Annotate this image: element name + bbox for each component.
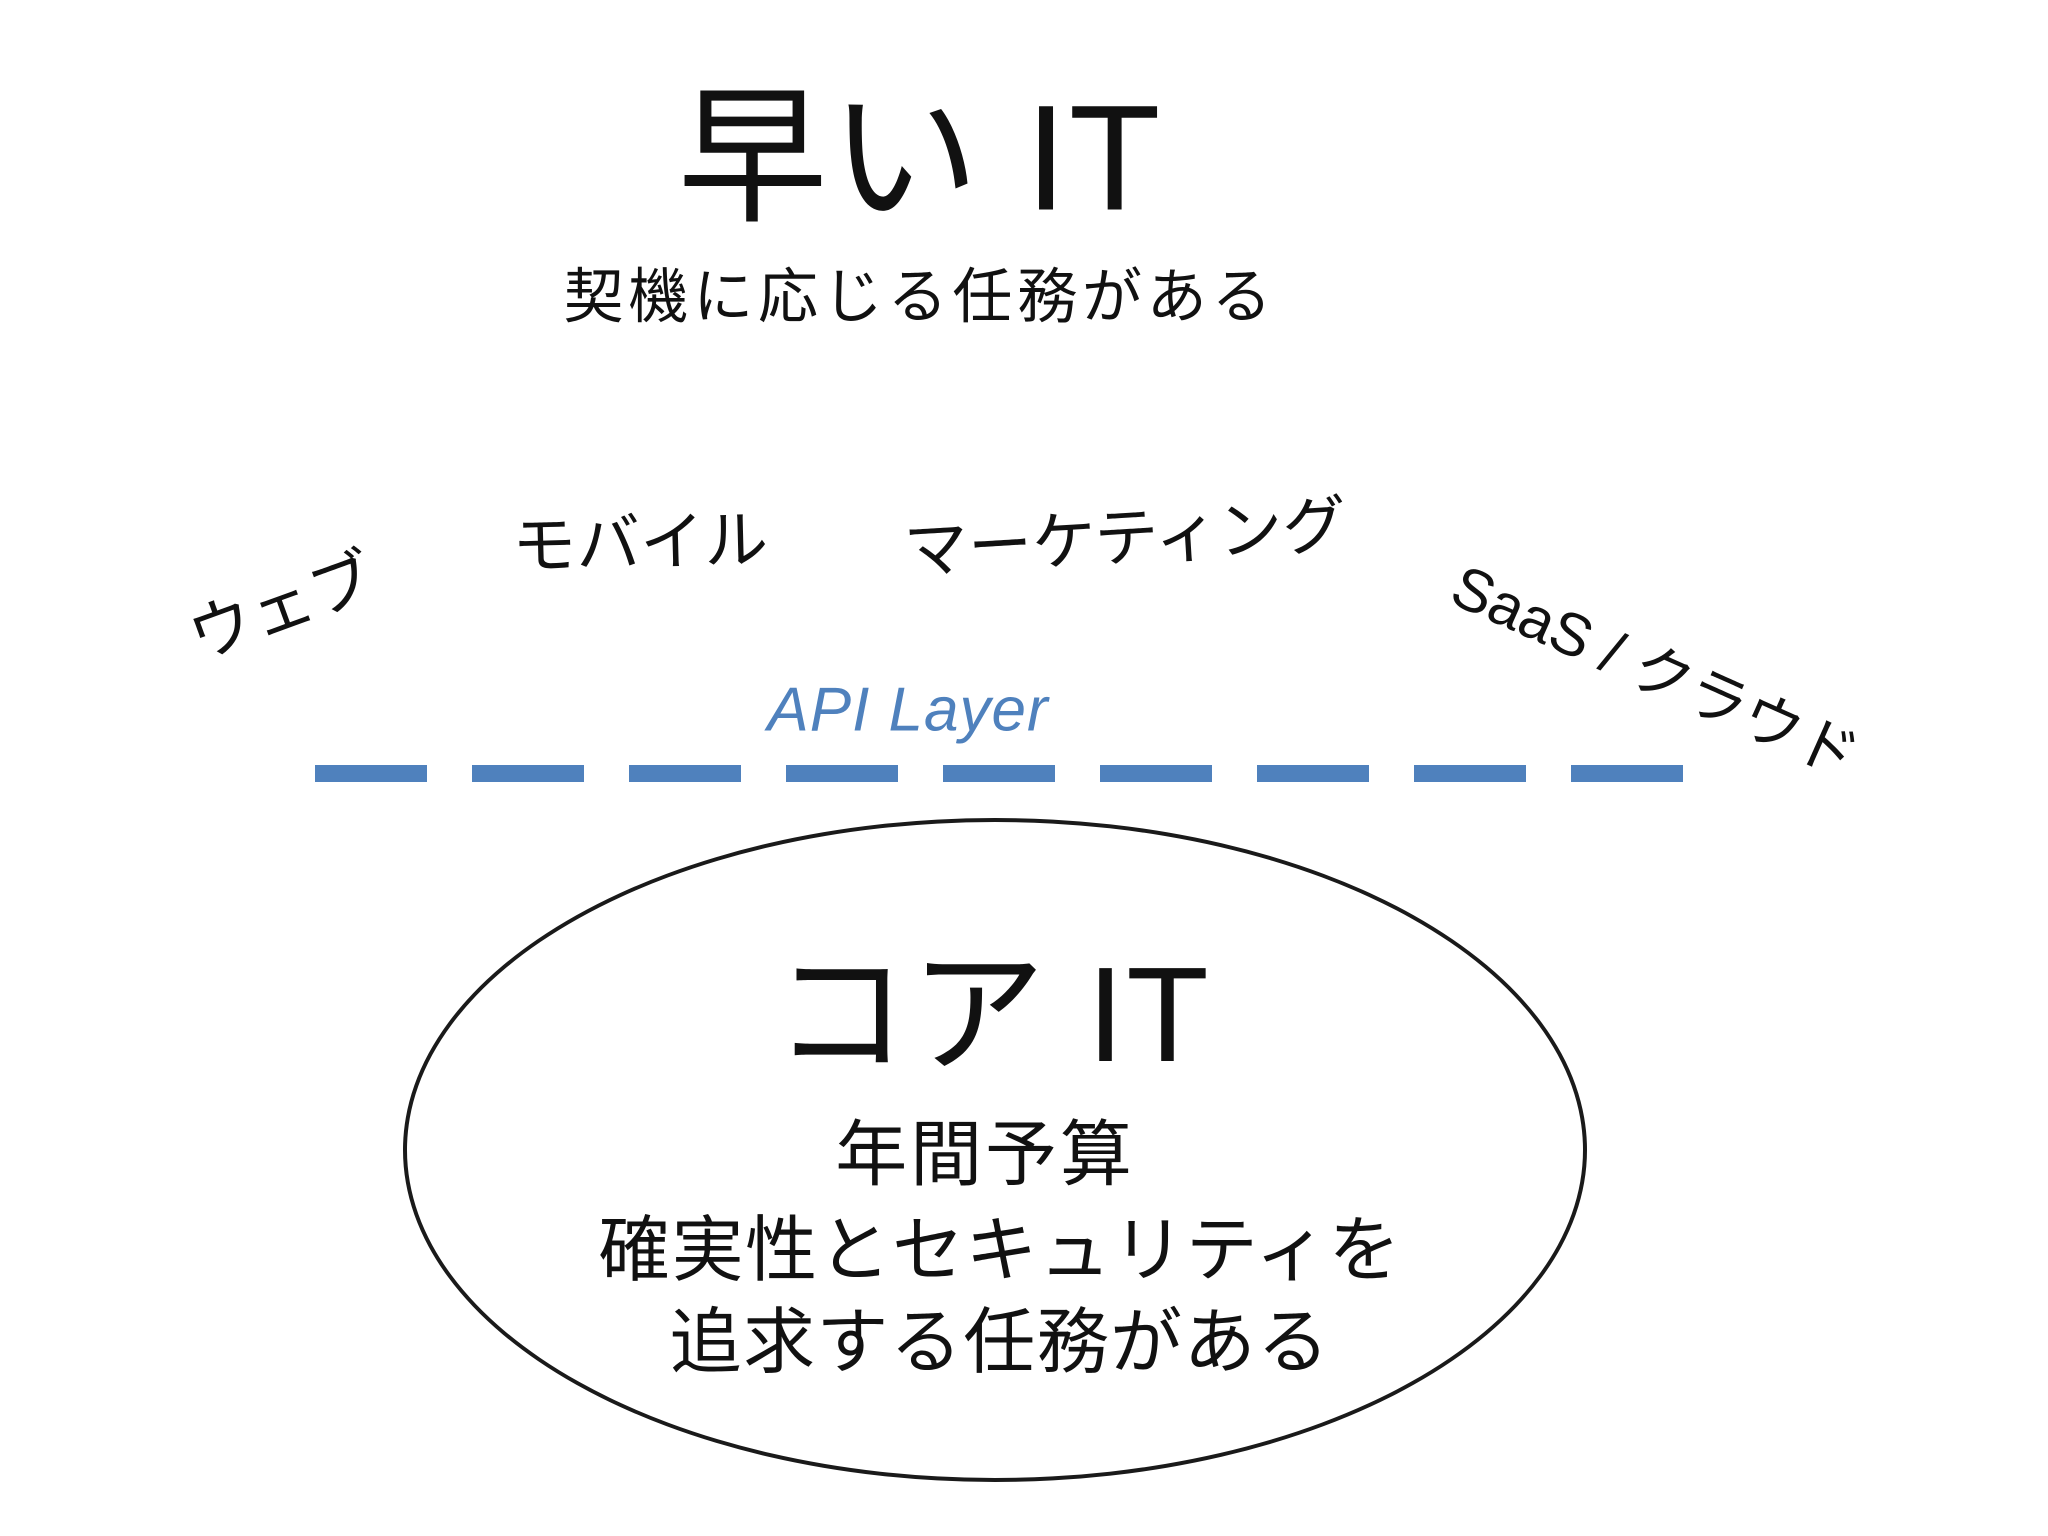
core-it-mission-line2: 追求する任務がある bbox=[669, 1303, 1331, 1383]
fast-it-label-saas-cloud: SaaS / クラウド bbox=[1441, 552, 1869, 792]
api-layer-label: API Layer bbox=[767, 675, 1049, 745]
fast-it-label-web: ウェブ bbox=[179, 540, 385, 674]
fast-it-label-marketing: マーケティング bbox=[902, 488, 1349, 588]
core-it-title: コア IT bbox=[773, 939, 1211, 1090]
core-it-ellipse bbox=[403, 818, 1587, 1482]
fast-it-label-mobile: モバイル bbox=[511, 503, 770, 583]
core-it-mission-line1: 確実性とセキュリティを bbox=[598, 1210, 1402, 1291]
api-layer-dashed-divider bbox=[315, 765, 1690, 782]
core-it-budget-text: 年間予算 bbox=[835, 1115, 1135, 1196]
page-title: 早い IT bbox=[677, 73, 1163, 242]
page-subtitle: 契機に応じる任務がある bbox=[563, 263, 1277, 331]
core-it-mission-text: 確実性とセキュリティを 追求する任務がある bbox=[598, 1205, 1402, 1389]
